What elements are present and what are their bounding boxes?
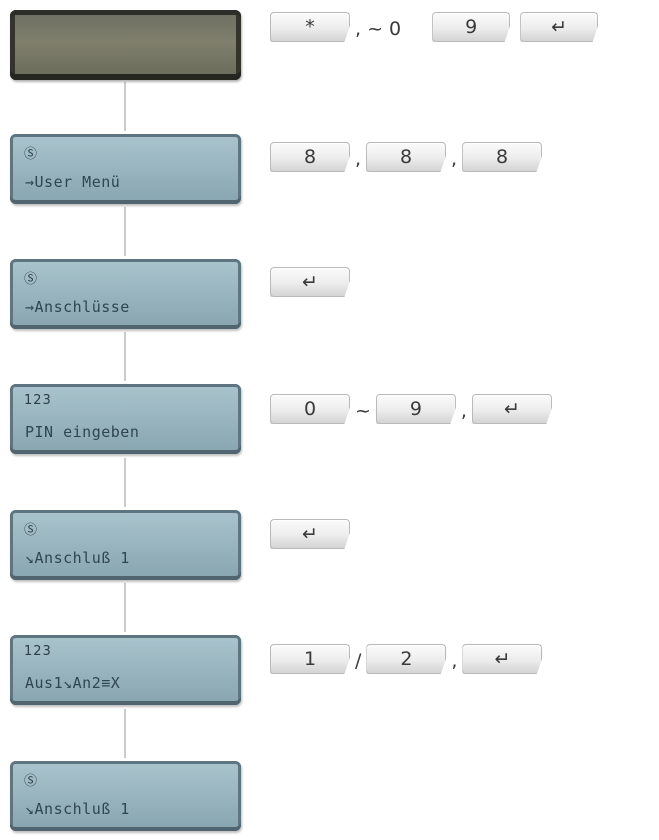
lcd-screen-standby — [10, 10, 241, 80]
lcd-screen-aus-an: 123 Aus1↘An2≡X — [10, 635, 241, 705]
lcd-text: Aus1↘An2≡X — [25, 674, 121, 692]
flow-connector — [124, 332, 126, 381]
key-star[interactable]: * — [270, 12, 350, 42]
key-enter[interactable]: ↵ — [270, 519, 350, 549]
service-icon: Ⓢ — [24, 272, 39, 287]
flow-connector — [124, 458, 126, 507]
key-2[interactable]: 2 — [366, 644, 447, 674]
key-sequence-row-1: * , ~ 0 9 ↵ — [270, 8, 599, 42]
key-8[interactable]: 8 — [366, 142, 447, 172]
lcd-screen-anschluss-1: Ⓢ ↘Anschluß 1 — [10, 510, 241, 580]
key-sequence-row-3: ↵ — [270, 263, 350, 297]
key-separator — [510, 40, 520, 42]
lcd-screen-pin: 123 PIN eingeben — [10, 384, 241, 454]
flow-connector — [124, 709, 126, 758]
key-separator: , — [451, 148, 458, 170]
key-sequence-row-4: 0 ~ 9 , ↵ — [270, 390, 552, 424]
key-9[interactable]: 9 — [375, 394, 456, 424]
key-sequence-row-6: 1 / 2 , ↵ — [270, 640, 543, 674]
service-icon: Ⓢ — [24, 147, 39, 162]
key-sequence-row-2: 8 , 8 , 8 — [270, 138, 543, 172]
lcd-text: PIN eingeben — [25, 423, 140, 441]
lcd-screen-anschluss-1-final: Ⓢ ↘Anschluß 1 — [10, 761, 241, 831]
key-8[interactable]: 8 — [270, 142, 350, 172]
numeric-input-icon: 123 — [24, 393, 52, 408]
key-1[interactable]: 1 — [270, 644, 350, 674]
lcd-text: ↘Anschluß 1 — [25, 800, 130, 818]
numeric-input-icon: 123 — [24, 644, 52, 659]
key-0[interactable]: 0 — [270, 394, 350, 424]
key-enter[interactable]: ↵ — [462, 644, 543, 674]
lcd-text: →User Menü — [25, 173, 121, 191]
lcd-text: →Anschlüsse — [25, 298, 130, 316]
lcd-screen-anschluesse: Ⓢ →Anschlüsse — [10, 259, 241, 329]
key-separator: , ~ 0 — [355, 18, 402, 40]
key-enter[interactable]: ↵ — [270, 267, 350, 297]
key-enter[interactable]: ↵ — [471, 394, 552, 424]
flow-connector — [124, 82, 126, 131]
flow-connector — [124, 583, 126, 632]
key-9[interactable]: 9 — [432, 12, 511, 42]
key-8[interactable]: 8 — [462, 142, 543, 172]
key-separator: / — [355, 650, 362, 672]
service-icon: Ⓢ — [24, 774, 39, 789]
key-sequence-row-5: ↵ — [270, 515, 350, 549]
service-icon: Ⓢ — [24, 523, 39, 538]
flow-connector — [124, 207, 126, 256]
key-separator: , — [451, 650, 458, 672]
key-separator: , — [460, 400, 467, 422]
key-separator: ~ — [355, 400, 371, 422]
key-enter[interactable]: ↵ — [520, 12, 599, 42]
lcd-text: ↘Anschluß 1 — [25, 549, 130, 567]
lcd-screen-user-menu: Ⓢ →User Menü — [10, 134, 241, 204]
key-separator: , — [355, 148, 362, 170]
